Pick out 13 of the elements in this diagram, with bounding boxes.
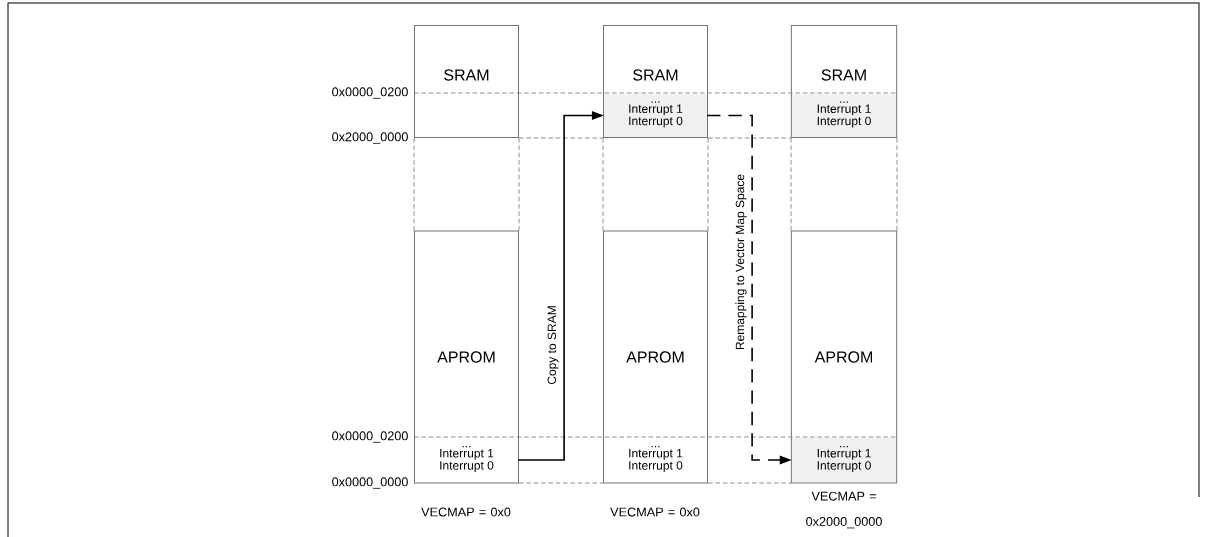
register-label: VECMAP = 0x0 [421,507,511,517]
vector-table: ... Interrupt 1 Interrupt 0 [440,445,494,473]
register-label: VECMAP = 0x0 [610,507,700,517]
address-label: 0x0000_0000 [332,477,408,489]
edge-label: Remapping to Vector Map Space [734,172,748,352]
memory-region-box: SRAM [414,25,519,138]
address-label: 0x0000_0200 [332,431,408,443]
vector-table: ... Interrupt 1 Interrupt 0 [792,438,896,482]
vector-table: ... Interrupt 1 Interrupt 0 [629,445,683,473]
address-label: 0x2000_0000 [332,132,408,144]
edge-label: Copy to SRAM [546,304,560,386]
vector-table: ... Interrupt 1 Interrupt 0 [604,94,707,137]
vector-table: ... Interrupt 1 Interrupt 0 [792,94,896,137]
